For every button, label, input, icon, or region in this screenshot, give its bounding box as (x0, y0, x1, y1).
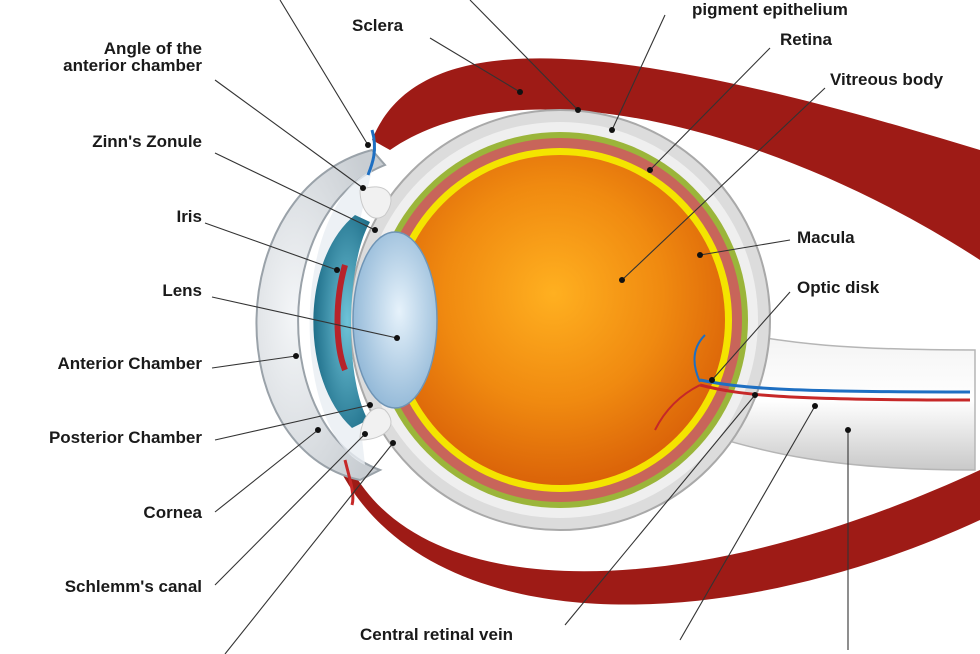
label-cornea: Cornea (143, 503, 202, 522)
label-optic-disk: Optic disk (797, 278, 880, 297)
label-anterior-chamber: Anterior Chamber (57, 354, 202, 373)
cornea (255, 148, 387, 482)
central-retinal-vessel-blue (699, 378, 971, 394)
ciliary-body-lower (359, 407, 392, 441)
label-macula: Macula (797, 228, 855, 247)
label-pigment-epithelium: pigment epithelium (692, 0, 848, 19)
anterior-chamber-fill (309, 170, 372, 465)
iris (313, 215, 370, 428)
upper-extraocular-muscle (372, 58, 980, 260)
lower-extraocular-muscle (340, 470, 980, 605)
leader-lines (204, 0, 851, 654)
label-angle-of-anterior-chamber: Angle of the anterior chamber (63, 39, 202, 75)
label-central-retinal-vein: Central retinal vein (360, 625, 514, 644)
label-lens: Lens (162, 281, 202, 300)
vitreous-body (395, 155, 725, 485)
ciliary-body-upper (359, 186, 392, 219)
label-iris: Iris (176, 207, 202, 226)
label-zinns-zonule: Zinn's Zonule (92, 132, 202, 151)
label-retina: Retina (780, 30, 832, 49)
label-schlemms-canal: Schlemm's canal (64, 577, 202, 596)
lens (352, 231, 438, 409)
label-sclera: Sclera (352, 16, 404, 35)
central-retinal-vessel-red (699, 383, 971, 402)
label-posterior-chamber: Posterior Chamber (48, 428, 202, 447)
label-vitreous-body: Vitreous body (830, 70, 944, 89)
